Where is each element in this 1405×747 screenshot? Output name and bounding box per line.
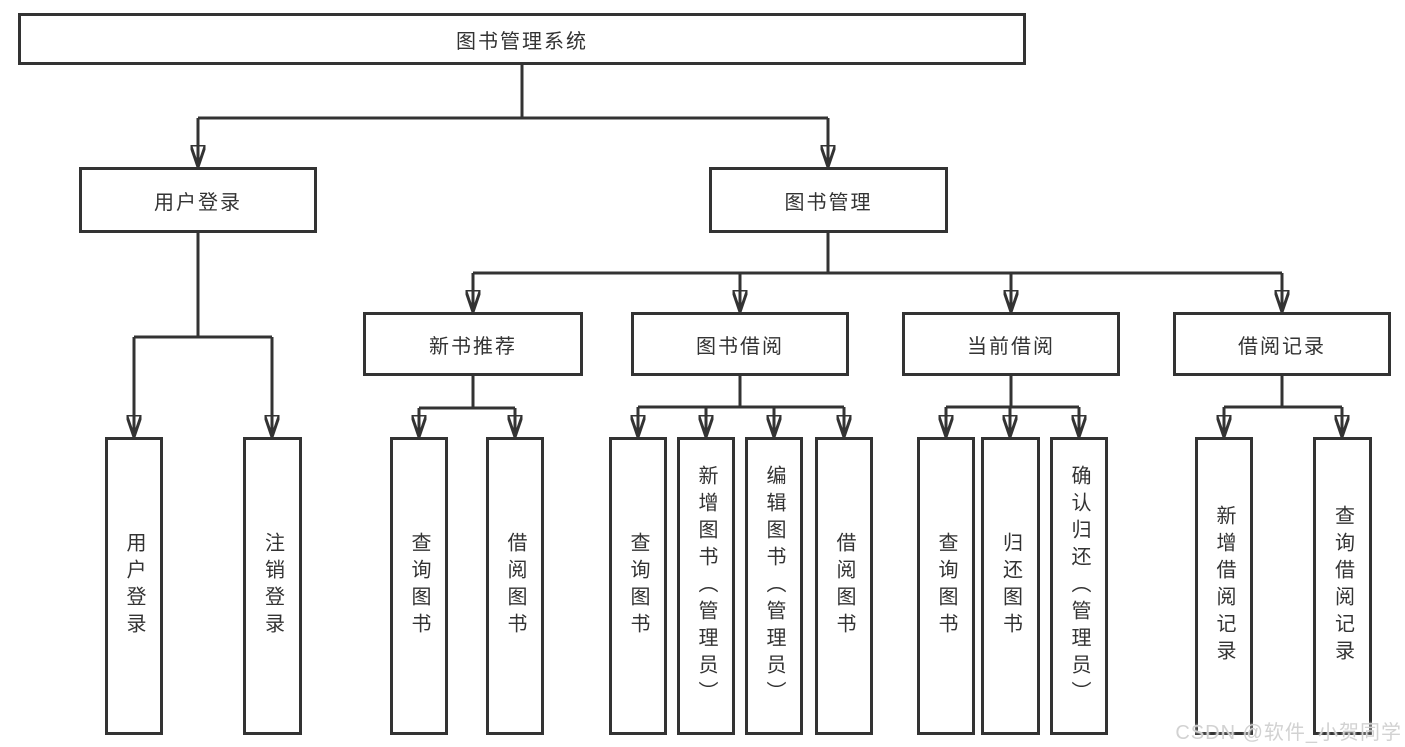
node-label: 借阅图书 [504,532,526,640]
leaf-add-borrow-record: 新增借阅记录 [1195,437,1253,735]
leaf-query-books-1: 查询图书 [390,437,448,735]
node-label: 新增借阅记录 [1213,505,1235,667]
node-library-system: 图书管理系统 [18,13,1026,65]
node-label: 归还图书 [999,532,1022,640]
node-borrowing-records: 借阅记录 [1173,312,1391,376]
leaf-query-books-3: 查询图书 [917,437,975,735]
node-label: 借阅图书 [833,532,855,640]
node-current-borrowing: 当前借阅 [902,312,1120,376]
node-label: 查询借阅记录 [1331,505,1354,667]
leaf-confirm-return-admin: 确认归还（管理员） [1050,437,1108,735]
node-label: 用户登录 [123,532,145,640]
node-label: 新增图书（管理员） [695,464,717,708]
watermark: CSDN @软件_小贺同学 [1175,722,1402,744]
leaf-add-book-admin: 新增图书（管理员） [677,437,735,735]
node-label: 注销登录 [261,532,284,640]
node-label: 编辑图书（管理员） [763,464,785,708]
node-label: 确认归还（管理员） [1068,464,1090,708]
node-label: 查询图书 [627,532,649,640]
node-book-management: 图书管理 [709,167,948,233]
node-label: 查询图书 [935,532,957,640]
node-book-borrowing: 图书借阅 [631,312,849,376]
node-label: 当前借阅 [967,335,1055,358]
node-label: 图书管理 [784,191,873,214]
leaf-user-login: 用户登录 [105,437,163,735]
leaf-edit-book-admin: 编辑图书（管理员） [745,437,803,735]
node-label: 新书推荐 [429,335,517,358]
node-label: 图书借阅 [696,335,784,358]
node-label: 借阅记录 [1238,335,1326,358]
leaf-query-borrow-record: 查询借阅记录 [1313,437,1372,735]
leaf-query-books-2: 查询图书 [609,437,667,735]
leaf-borrow-books-2: 借阅图书 [815,437,873,735]
node-user-login: 用户登录 [79,167,317,233]
node-new-book-recommend: 新书推荐 [363,312,583,376]
leaf-logout: 注销登录 [243,437,302,735]
node-label: 用户登录 [154,191,242,214]
leaf-borrow-books-1: 借阅图书 [486,437,544,735]
node-label: 查询图书 [408,532,430,640]
leaf-return-book: 归还图书 [981,437,1040,735]
node-label: 图书管理系统 [456,30,588,53]
tree-branch-lines [134,65,1342,410]
